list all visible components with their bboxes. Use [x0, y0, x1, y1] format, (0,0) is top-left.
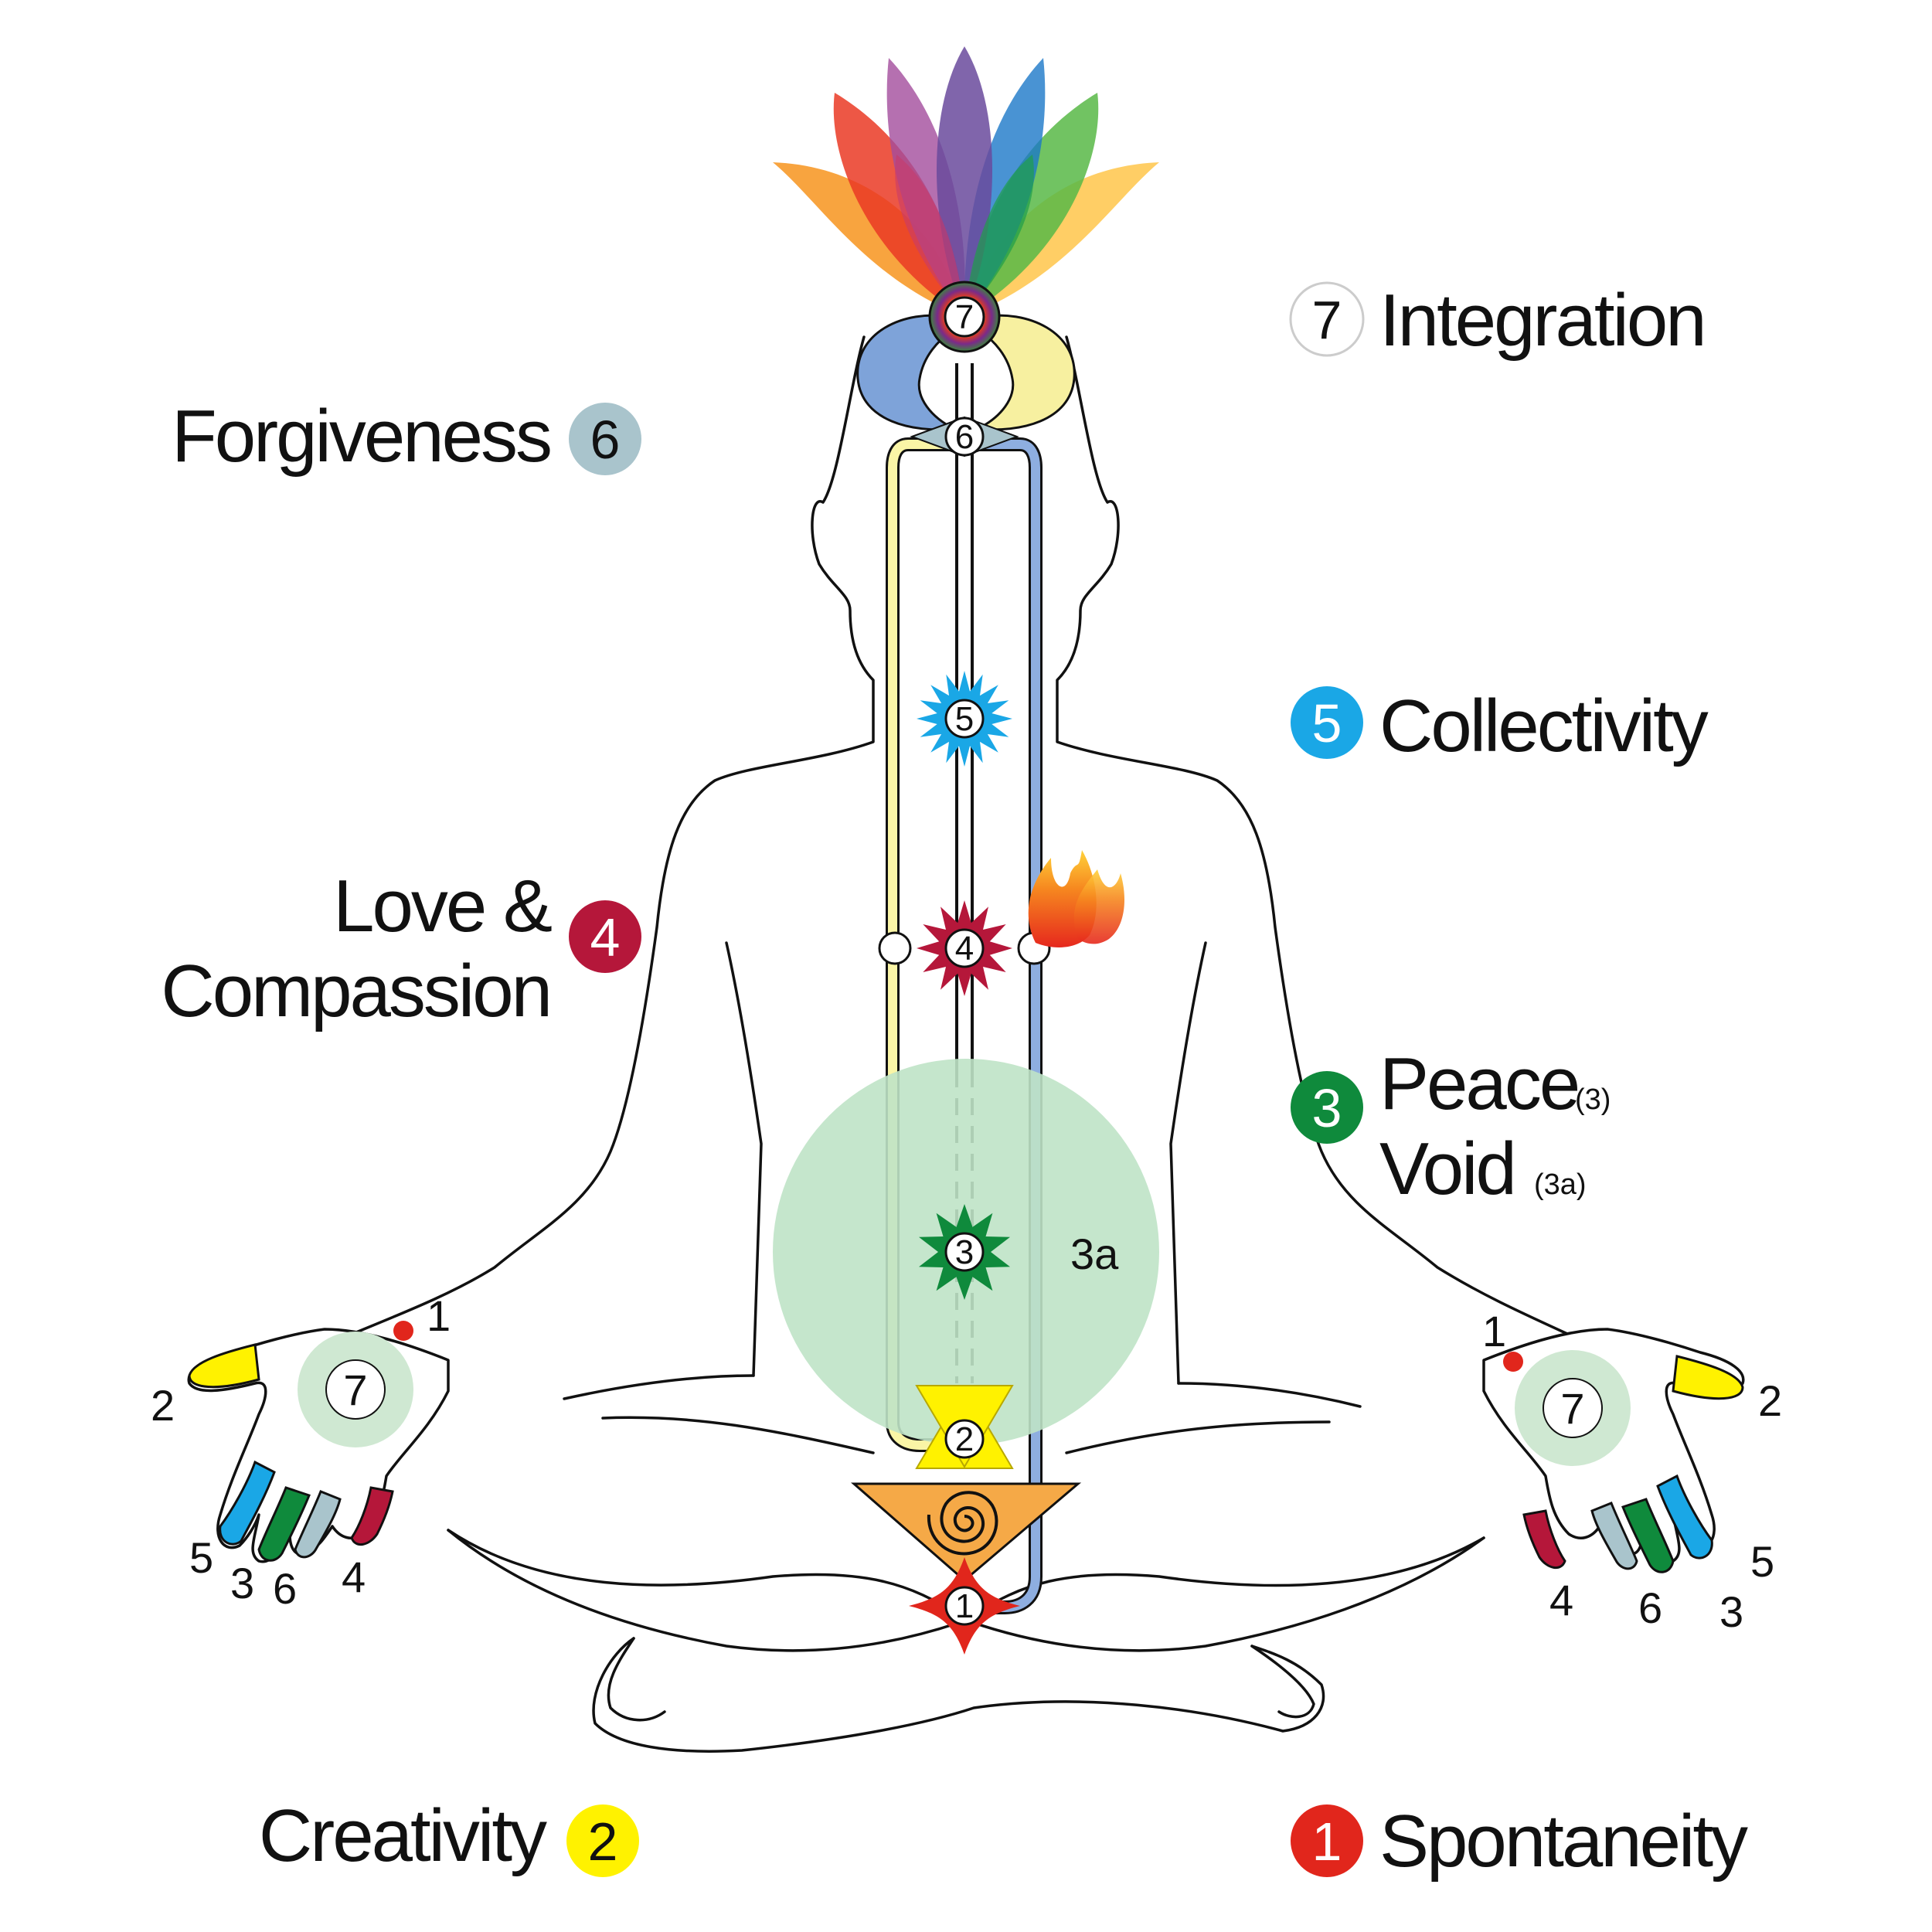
svg-text:(3a): (3a)	[1534, 1168, 1587, 1201]
flame-icon	[1028, 850, 1124, 947]
right-finger-6: 6	[1638, 1583, 1662, 1632]
left-finger-4: 4	[342, 1553, 366, 1601]
svg-text:3: 3	[1312, 1078, 1342, 1138]
svg-text:Compassion: Compassion	[161, 950, 550, 1032]
spiral-icon	[927, 1491, 998, 1556]
label-peace-void: 3 Peace (3) Void (3a)	[1291, 1043, 1611, 1210]
lotus-icon	[773, 46, 1159, 317]
svg-text:Spontaneity: Spontaneity	[1379, 1800, 1748, 1883]
left-heart-node	[878, 931, 912, 965]
right-finger-3: 3	[1719, 1587, 1743, 1636]
body-outline	[292, 335, 1624, 1753]
left-hand-dot	[393, 1321, 413, 1341]
chakra-7: 7	[928, 281, 1001, 353]
svg-text:3: 3	[955, 1233, 974, 1271]
svg-text:2: 2	[955, 1420, 974, 1458]
right-thumb-number: 2	[1758, 1376, 1782, 1425]
svg-text:Peace: Peace	[1379, 1043, 1578, 1125]
right-hand-dot	[1503, 1352, 1523, 1372]
chakra-1: 1	[909, 1557, 1020, 1655]
svg-text:Void: Void	[1379, 1128, 1515, 1210]
svg-text:6: 6	[955, 418, 974, 456]
svg-text:4: 4	[590, 907, 621, 968]
svg-text:(3): (3)	[1575, 1083, 1611, 1116]
left-hand: 7 1 2 5 3 6 4	[151, 1291, 451, 1613]
label-spontaneity: 1 Spontaneity	[1291, 1800, 1750, 1883]
label-collectivity: 5 Collectivity	[1291, 685, 1711, 767]
sacrum-triangle	[851, 1482, 1082, 1582]
right-finger-4: 4	[1549, 1576, 1573, 1624]
chakra-3: 3	[919, 1204, 1010, 1300]
left-hand-dot-number: 1	[427, 1291, 451, 1340]
left-palm-number: 7	[343, 1366, 367, 1414]
chakra-4: 4	[917, 900, 1012, 996]
label-forgiveness: Forgiveness 6	[172, 395, 641, 478]
svg-text:7: 7	[955, 298, 974, 336]
svg-text:2: 2	[588, 1811, 618, 1872]
svg-text:Love &: Love &	[333, 865, 552, 947]
svg-text:Forgiveness: Forgiveness	[172, 395, 550, 478]
svg-text:1: 1	[1312, 1811, 1342, 1872]
label-integration: 7 Integration	[1289, 279, 1707, 362]
right-finger-5: 5	[1750, 1537, 1774, 1586]
left-finger-6: 6	[273, 1564, 297, 1613]
label-love-compassion: Love & Compassion 4	[161, 865, 641, 1032]
svg-text:Collectivity: Collectivity	[1379, 685, 1709, 767]
left-finger-3: 3	[230, 1559, 254, 1607]
svg-text:5: 5	[955, 700, 974, 738]
chakra-5: 5	[917, 671, 1012, 767]
right-hand: 7 1 2 5 3 6 4	[1482, 1307, 1782, 1636]
chakra-2: 2	[915, 1385, 1014, 1469]
svg-text:7: 7	[1312, 290, 1342, 350]
svg-text:6: 6	[590, 410, 621, 470]
svg-text:5: 5	[1312, 693, 1342, 753]
svg-text:Creativity: Creativity	[259, 1794, 547, 1877]
svg-text:Integration: Integration	[1379, 279, 1705, 362]
right-hand-dot-number: 1	[1482, 1307, 1506, 1355]
void-label: 3a	[1070, 1230, 1119, 1278]
svg-text:1: 1	[955, 1587, 974, 1625]
left-thumb-number: 2	[151, 1381, 175, 1430]
right-palm-number: 7	[1560, 1384, 1584, 1433]
chakra-6: 6	[910, 416, 1019, 457]
label-creativity: Creativity 2	[259, 1794, 639, 1877]
left-finger-5: 5	[189, 1533, 213, 1582]
chakra-7-mind-shapes	[856, 314, 1076, 431]
svg-text:4: 4	[955, 930, 974, 968]
